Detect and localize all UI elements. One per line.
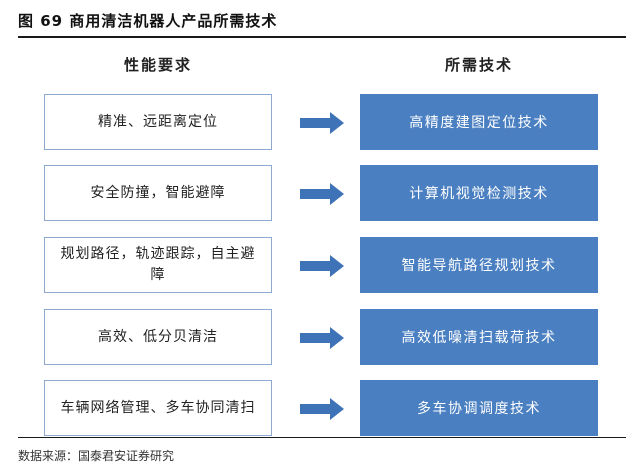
right-arrow-icon bbox=[300, 327, 344, 349]
right-arrow-icon bbox=[300, 398, 344, 420]
technology-box: 智能导航路径规划技术 bbox=[360, 237, 598, 293]
title-divider bbox=[18, 36, 626, 38]
diagram-row-4: 高效、低分贝清洁 高效低噪清扫载荷技术 bbox=[0, 309, 640, 367]
right-arrow-icon bbox=[300, 183, 344, 205]
technology-box: 计算机视觉检测技术 bbox=[360, 165, 598, 221]
diagram-row-5: 车辆网络管理、多车协同清扫 多车协调调度技术 bbox=[0, 380, 640, 438]
diagram-row-3: 规划路径，轨迹跟踪，自主避障 智能导航路径规划技术 bbox=[0, 237, 640, 295]
source-note: 数据来源：国泰君安证券研究 bbox=[18, 449, 175, 463]
technology-box: 高精度建图定位技术 bbox=[360, 94, 598, 150]
right-arrow-icon bbox=[300, 255, 344, 277]
requirement-box: 安全防撞，智能避障 bbox=[44, 165, 272, 221]
requirements-column-header: 性能要求 bbox=[123, 56, 192, 74]
diagram-row-1: 精准、远距离定位 高精度建图定位技术 bbox=[0, 94, 640, 152]
technology-box: 高效低噪清扫载荷技术 bbox=[360, 309, 598, 365]
right-arrow-icon bbox=[300, 112, 344, 134]
bottom-divider bbox=[18, 437, 626, 438]
diagram-row-2: 安全防撞，智能避障 计算机视觉检测技术 bbox=[0, 165, 640, 223]
figure-title: 图 69 商用清洁机器人产品所需技术 bbox=[18, 12, 278, 30]
requirement-box: 精准、远距离定位 bbox=[44, 94, 272, 150]
requirement-box: 车辆网络管理、多车协同清扫 bbox=[44, 380, 272, 436]
technology-box: 多车协调调度技术 bbox=[360, 380, 598, 436]
requirement-box: 高效、低分贝清洁 bbox=[44, 309, 272, 365]
technologies-column-header: 所需技术 bbox=[444, 56, 513, 74]
requirement-box: 规划路径，轨迹跟踪，自主避障 bbox=[44, 237, 272, 293]
